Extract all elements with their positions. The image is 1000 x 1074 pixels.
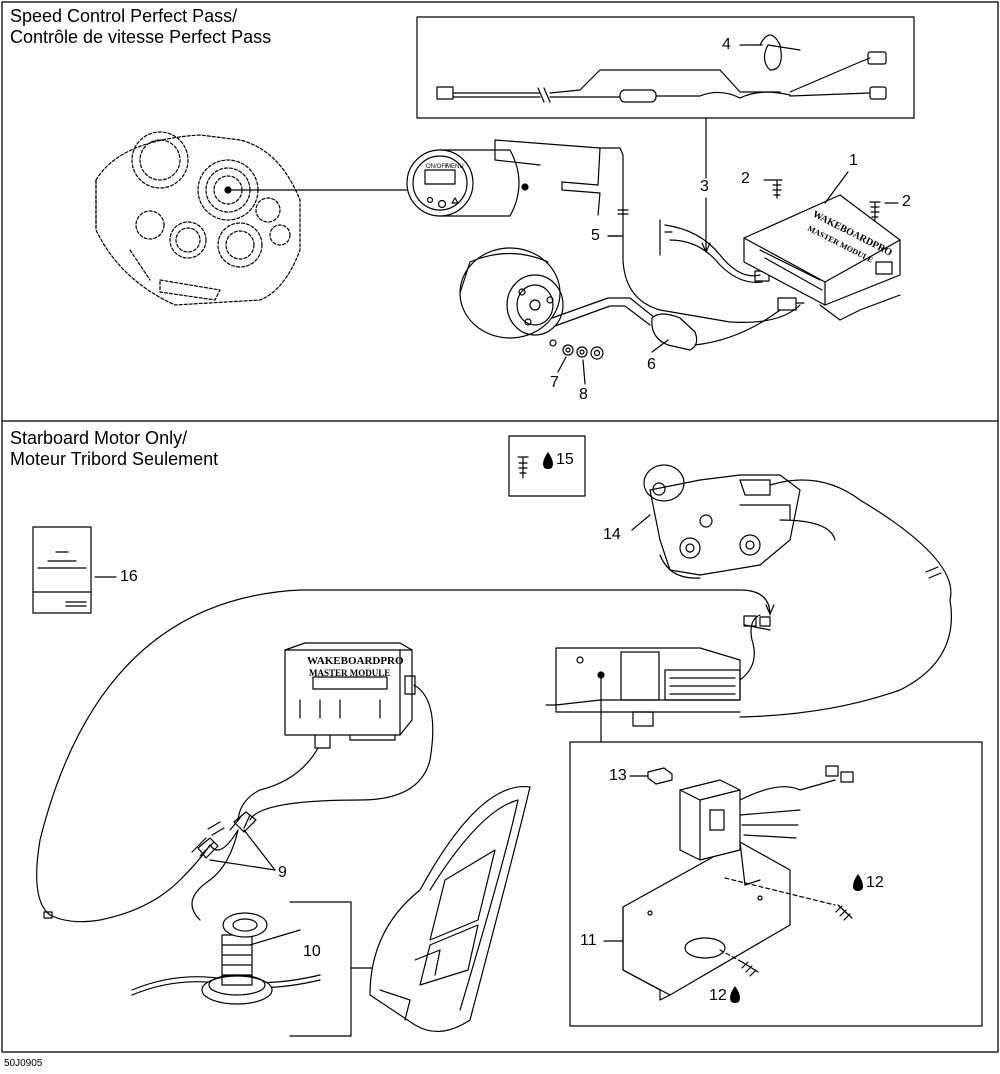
dashboard-illustration [95,131,301,306]
leader-9b [209,859,276,871]
leader-14 [631,514,651,531]
outer-frame [1,1,999,1053]
display-gauge [406,139,601,217]
harness-9 [191,684,434,859]
screw-15-box [508,435,586,497]
cable-break-b [928,572,942,579]
boat-illustration [369,786,531,1032]
drop-icon [853,874,863,891]
master-module-bottom [284,642,416,749]
callout-13: 13 [609,767,627,784]
throttle-mechanism-14 [643,464,952,601]
wiring-harness-4 [436,34,887,103]
callout-9: 9 [278,864,287,881]
bottom-section-title-line1: Starboard Motor Only/ [10,428,188,448]
callout-8: 8 [579,386,588,403]
screw-15 [517,456,529,479]
leader-1 [824,171,849,204]
callout-15: 15 [556,451,574,468]
callout-2-left: 2 [741,170,750,187]
figure-code: 50J0905 [4,1058,43,1069]
fasteners-7-8 [549,339,604,360]
kit-detail-box [416,16,915,119]
throttle-cable [739,599,952,718]
sensor-detail-frame [289,901,352,1037]
screw-12-upper [835,904,853,921]
routing-connector [43,911,53,919]
bottom-section-title-line2: Moteur Tribord Seulement [10,449,219,469]
bracket-detail-box [569,741,983,1027]
actuator-detail [679,765,854,861]
wire-6 [551,297,805,351]
callout-16: 16 [120,568,138,585]
harness-break-a [207,821,221,830]
block-13 [647,767,673,785]
callout-3: 3 [700,178,709,195]
screw-12-lower-path [719,949,743,963]
leader-7 [557,356,567,373]
routing-end [49,844,211,923]
top-section-title-line1: Speed Control Perfect Pass/ [10,6,238,26]
callout-11: 11 [580,932,597,949]
callout-10: 10 [303,943,321,960]
cable-break-a [925,566,939,573]
screw-2-left [771,179,783,199]
leader-8 [582,359,586,385]
leader-9a [243,829,276,871]
callout-4: 4 [722,36,731,53]
tach-gauge [459,247,564,339]
gauge-onoff-label: ON/OFF [426,164,449,170]
bracket-11 [622,841,791,1001]
drop-icon [730,986,740,1003]
bottom-module-brand: WAKEBOARDPRO [307,655,404,667]
callout-6: 6 [647,356,656,373]
leader-10 [249,929,301,946]
callout-7: 7 [550,374,559,391]
screw-12-lower [741,961,759,977]
callout-14: 14 [603,526,621,543]
callout-5: 5 [591,227,600,244]
leader-6 [651,339,669,353]
actuator-bracket [545,614,771,727]
gauge-menu-label: MENU [446,164,464,170]
screw-2-right [869,201,881,221]
callout-12-lower: 12 [709,987,727,1004]
speed-sensor-10 [131,829,321,1005]
callout-12-upper: 12 [866,874,884,891]
instruction-sheet-16 [32,526,92,614]
callout-2-right: 2 [902,193,911,210]
routing-loop [36,589,771,916]
master-module-top [743,194,901,321]
top-section-title-line2: Contrôle de vitesse Perfect Pass [10,27,272,47]
bottom-module-model: MASTER MODULE [309,668,390,678]
screw-12-upper-path [724,877,836,906]
drop-icon [543,452,553,469]
routing-arrow [765,604,775,615]
harness-3 [659,219,770,283]
harness-break-b [211,827,225,836]
callout-1: 1 [849,152,858,169]
